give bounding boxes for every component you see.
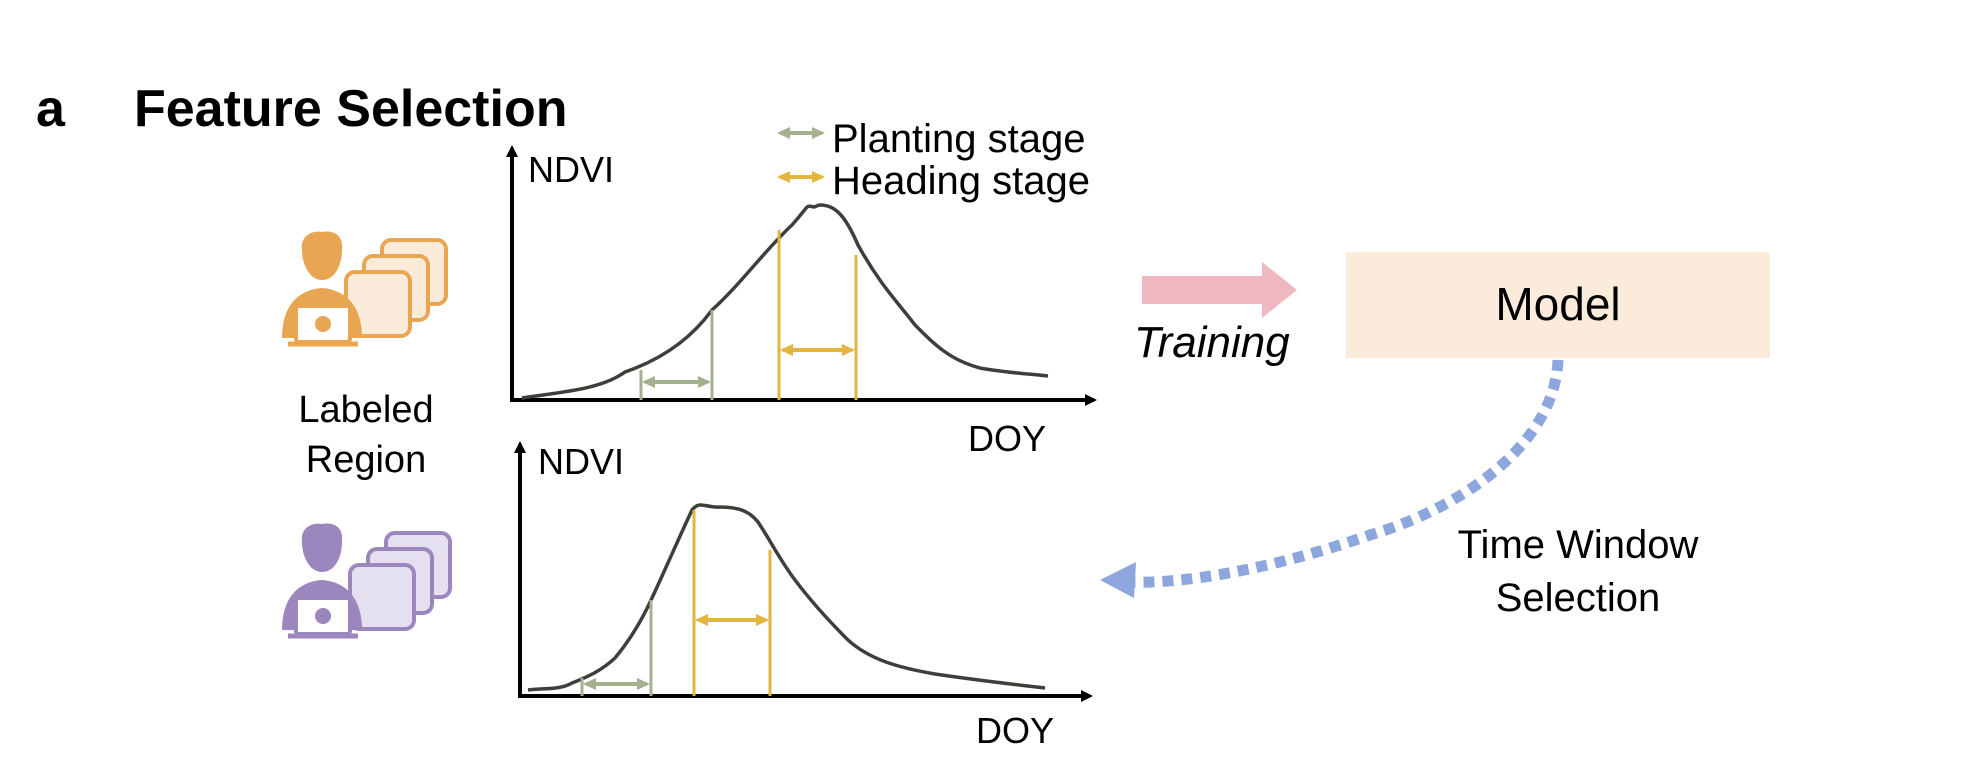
top-ndvi-chart: NDVI DOY	[506, 145, 1097, 459]
top-x-axis-label: DOY	[968, 418, 1046, 459]
bottom-y-axis-label: NDVI	[538, 441, 624, 482]
time-window-label-line2: Selection	[1496, 576, 1661, 620]
time-window-label-line1: Time Window	[1458, 523, 1699, 567]
bottom-ndvi-curve	[527, 503, 1046, 692]
labeled-region-label-line1: Labeled	[298, 389, 433, 431]
bottom-x-axis-label: DOY	[976, 710, 1054, 751]
labeled-region-user-icon	[282, 231, 448, 347]
time-window-selection-arrow	[1100, 359, 1564, 598]
bottom-ndvi-chart: NDVI DOY	[514, 441, 1093, 751]
legend: Planting stage Heading stage	[777, 117, 1090, 203]
target-region-user-icon	[282, 523, 452, 639]
labeled-region-label-line2: Region	[306, 439, 426, 481]
model-box	[1346, 252, 1770, 358]
panel-letter: a	[36, 80, 66, 138]
training-arrow-icon	[1142, 262, 1297, 318]
panel-title: Feature Selection	[134, 80, 567, 138]
top-y-axis-label: NDVI	[528, 149, 614, 190]
legend-heading-label: Heading stage	[832, 159, 1090, 203]
legend-planting-label: Planting stage	[832, 117, 1086, 161]
training-label: Training	[1134, 318, 1290, 367]
top-ndvi-curve	[521, 203, 1049, 400]
model-label: Model	[1495, 278, 1620, 330]
